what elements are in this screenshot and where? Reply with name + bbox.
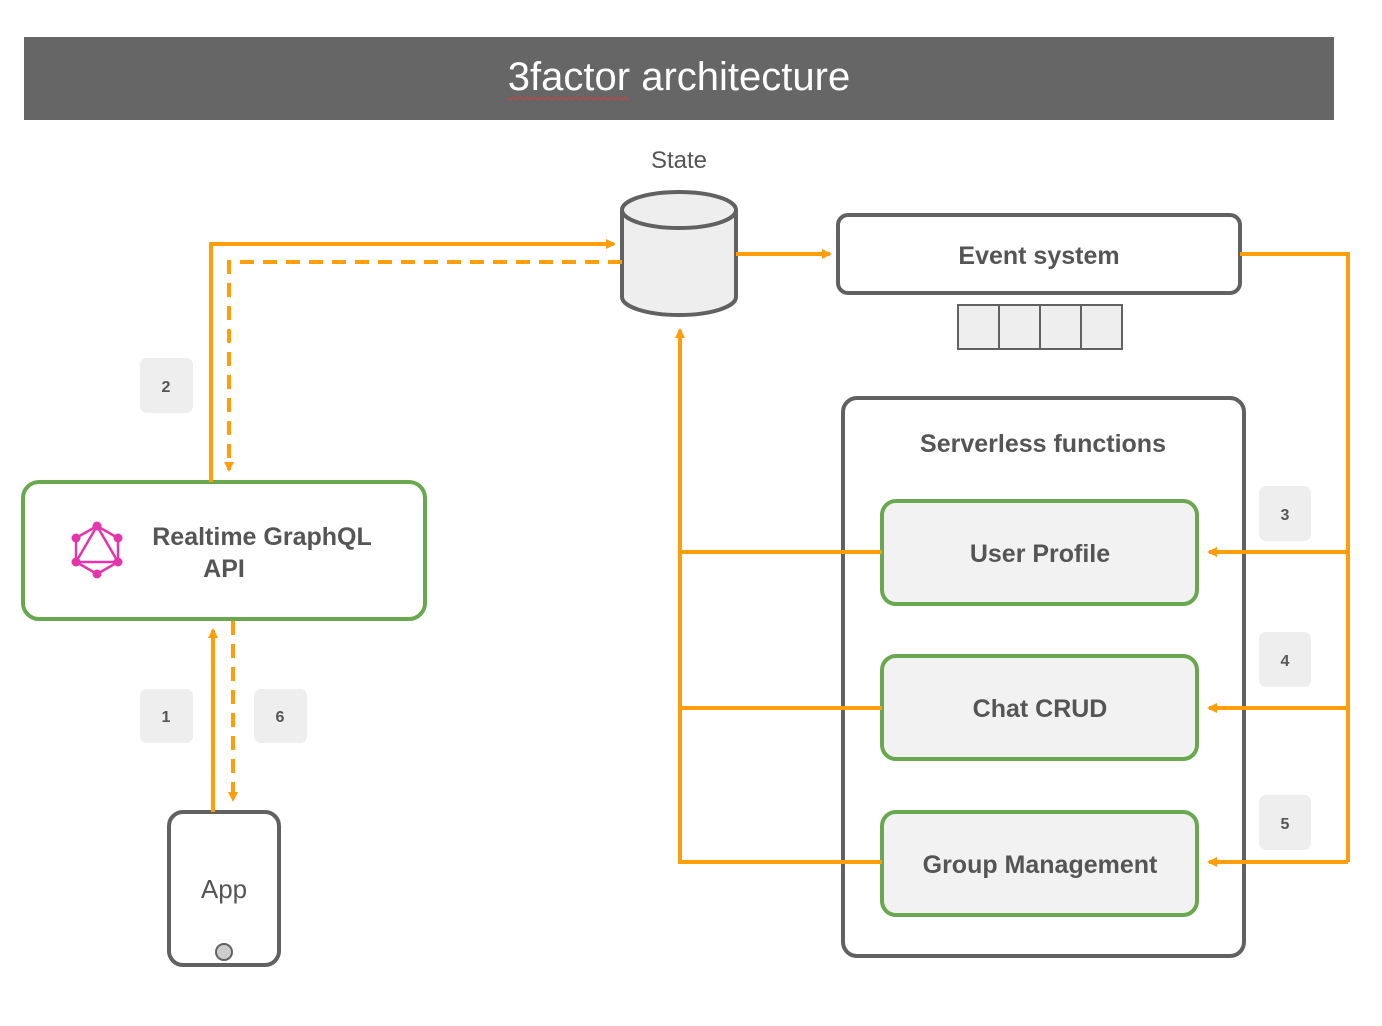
svg-text:3: 3: [1281, 507, 1290, 524]
graphql-label-line1: Realtime GraphQL: [152, 523, 372, 551]
arrow-event-bus: [1240, 252, 1350, 862]
phone-device-icon: [167, 810, 281, 967]
step-badge-3: 3: [1259, 486, 1311, 541]
svg-text:6: 6: [276, 709, 285, 726]
diagram-title: 3factor architecture: [507, 55, 851, 99]
state-label: State: [651, 147, 707, 174]
arrow-state-to-graphql: [224, 260, 622, 472]
step-badge-2: 2: [140, 358, 193, 413]
svg-text:5: 5: [1281, 816, 1290, 833]
app-label: App: [201, 874, 247, 904]
step-badge-5: 5: [1259, 795, 1311, 850]
graphql-logo-icon: [71, 521, 123, 579]
user-profile-label: User Profile: [970, 540, 1110, 568]
step-badge-6: 6: [254, 689, 307, 743]
queue-icon: [957, 304, 1123, 350]
event-system-label: Event system: [958, 242, 1119, 270]
graphql-label-line2: API: [203, 555, 245, 583]
step-badge-1: 1: [140, 689, 193, 743]
svg-text:4: 4: [1281, 653, 1290, 670]
arrow-functions-to-state: [675, 328, 882, 864]
serverless-label: Serverless functions: [920, 430, 1166, 458]
database-cylinder-icon: [620, 190, 738, 317]
group-management-label: Group Management: [923, 851, 1158, 879]
arrow-graphql-to-state: [209, 239, 616, 482]
svg-text:2: 2: [162, 379, 171, 396]
title-bar: 3factor architecture: [24, 37, 1334, 120]
svg-text:1: 1: [162, 709, 171, 726]
step-badge-4: 4: [1259, 632, 1311, 687]
graphql-api-box: [21, 480, 427, 621]
chat-crud-label: Chat CRUD: [973, 695, 1108, 723]
